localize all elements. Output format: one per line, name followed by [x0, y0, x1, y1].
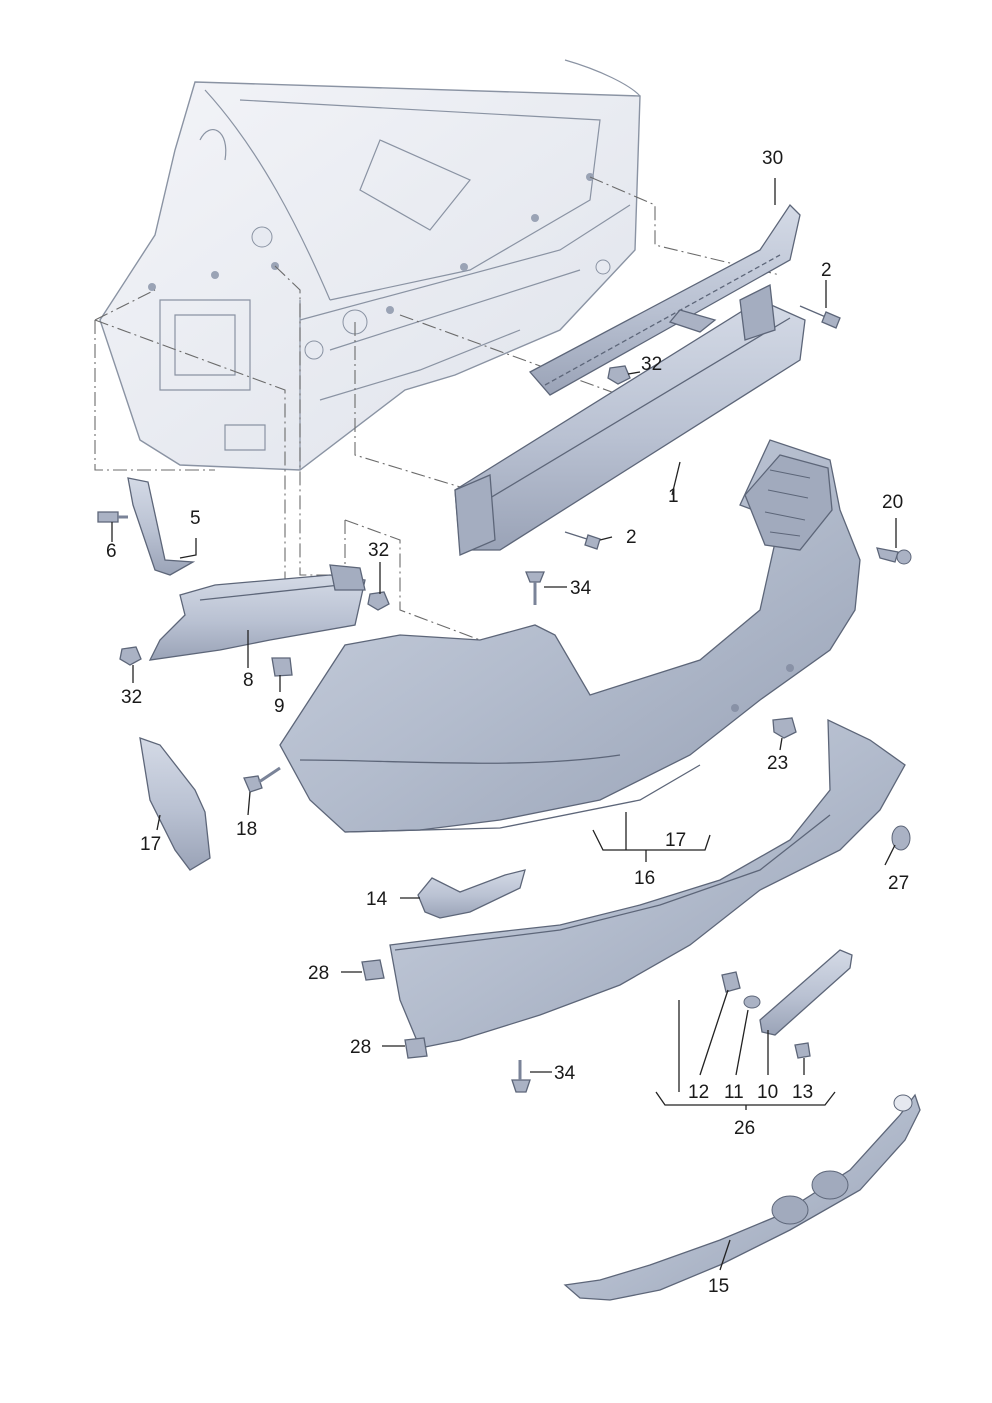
callout-1: 1 [668, 486, 679, 507]
part-14-bracket [417, 869, 526, 919]
part-15-diffuser-trim [563, 1093, 921, 1301]
callout-15: 15 [708, 1276, 729, 1297]
callout-17-right: 17 [665, 830, 686, 851]
part-13-screw [794, 1042, 811, 1059]
callout-12: 12 [688, 1082, 709, 1103]
part-23-clip [772, 717, 797, 739]
callout-9: 9 [274, 696, 285, 717]
nut-32-mid [367, 591, 390, 611]
callout-labels: 30 2 32 1 2 20 5 6 32 32 8 9 34 23 17 18… [106, 148, 909, 1297]
part-8-guide-bracket [148, 564, 366, 661]
bumper-cover [279, 439, 861, 833]
screw-2-upper [799, 305, 841, 329]
callout-27: 27 [888, 873, 909, 894]
nut-32-left [119, 646, 142, 666]
callout-32-mid: 32 [368, 540, 389, 561]
part-18-screw [243, 766, 281, 793]
screw-2-lower [564, 531, 601, 550]
callout-23: 23 [767, 753, 788, 774]
callout-5: 5 [190, 508, 201, 529]
callout-17-left: 17 [140, 834, 161, 855]
nut-32-upper [607, 365, 631, 385]
callout-13: 13 [792, 1082, 813, 1103]
callout-16: 16 [634, 868, 655, 889]
part-26-lower-bumper [389, 718, 906, 1049]
callout-18: 18 [236, 819, 257, 840]
callout-8: 8 [243, 670, 254, 691]
callout-26: 26 [734, 1118, 755, 1139]
part-34-screw-upper [525, 571, 545, 605]
part-6-screw [97, 511, 128, 523]
callout-2-lower: 2 [626, 527, 637, 548]
part-20-screw [876, 547, 912, 565]
callout-2-upper: 2 [821, 260, 832, 281]
part-17-side-trim [139, 737, 211, 871]
part-5-bracket [127, 477, 196, 576]
rear-body-panel [99, 59, 641, 471]
callout-14: 14 [366, 889, 388, 910]
part-30-impact-absorber [528, 203, 801, 396]
leader-lines [111, 178, 897, 1271]
callout-32-left: 32 [121, 687, 142, 708]
part-34-screw-lower [511, 1060, 531, 1093]
callout-11: 11 [724, 1082, 744, 1103]
callout-28-upper: 28 [308, 963, 329, 984]
part-27-cap [891, 825, 911, 851]
part-12-clip [721, 971, 741, 993]
part-28-clip-upper [361, 959, 385, 981]
callout-6: 6 [106, 541, 117, 562]
callout-32-upper: 32 [641, 354, 662, 375]
callout-20: 20 [882, 492, 903, 513]
callout-34-lower: 34 [554, 1063, 576, 1084]
assembly-lines [94, 176, 781, 665]
part-9-clip [271, 657, 293, 677]
callout-28-lower: 28 [350, 1037, 371, 1058]
callout-34-upper: 34 [570, 578, 592, 599]
callout-10: 10 [757, 1082, 778, 1103]
part-11-grommet [743, 995, 761, 1009]
part-1-bumper-carrier [454, 284, 806, 556]
part-10-cover [759, 949, 853, 1036]
part-28-clip-lower [404, 1037, 428, 1059]
callout-30: 30 [762, 148, 783, 169]
